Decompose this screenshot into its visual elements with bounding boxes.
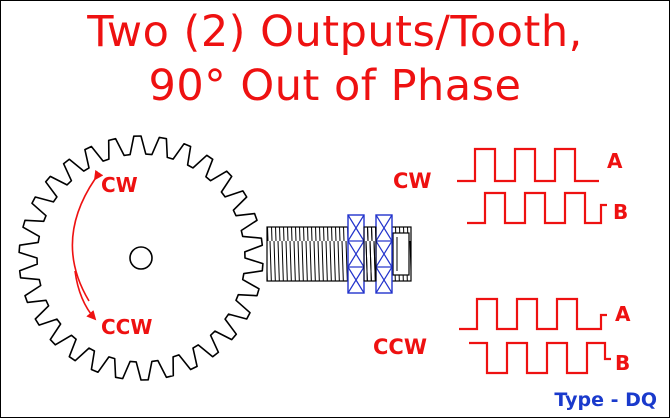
ccw-waveform-b bbox=[469, 341, 611, 375]
rotation-arrow-ccw bbox=[74, 270, 97, 321]
sensor-nut-1 bbox=[347, 214, 365, 294]
cw-waveform-a-label: A bbox=[607, 149, 623, 173]
rotation-arrow-cw bbox=[71, 169, 104, 302]
ccw-waveform-a bbox=[459, 297, 607, 331]
diagram-title: Two (2) Outputs/Tooth, 90° Out of Phase bbox=[1, 5, 669, 113]
gear bbox=[18, 135, 264, 381]
cw-waveform-b-label: B bbox=[613, 200, 628, 224]
rotation-arrows bbox=[71, 169, 104, 321]
type-label: Type - DQ bbox=[554, 389, 657, 411]
sensor-washer bbox=[363, 226, 377, 282]
ccw-waveform-b-label: B bbox=[615, 351, 630, 375]
cw-waveform-a bbox=[457, 147, 599, 183]
ccw-waveform-a-label: A bbox=[615, 302, 631, 326]
gear-outline bbox=[18, 135, 264, 381]
title-line-2: 90° Out of Phase bbox=[148, 61, 522, 111]
sensor bbox=[266, 214, 412, 294]
sensor-nut-2 bbox=[375, 214, 393, 294]
gear-cw-label: CW bbox=[101, 173, 138, 197]
cw-waveform-b bbox=[467, 191, 607, 225]
gear-ccw-label: CCW bbox=[101, 315, 152, 339]
gear-hub bbox=[129, 246, 153, 270]
title-line-1: Two (2) Outputs/Tooth, bbox=[87, 7, 583, 57]
ccw-waveform-label: CCW bbox=[373, 335, 427, 359]
cw-waveform-label: CW bbox=[393, 169, 432, 193]
sensor-tip bbox=[392, 232, 410, 276]
